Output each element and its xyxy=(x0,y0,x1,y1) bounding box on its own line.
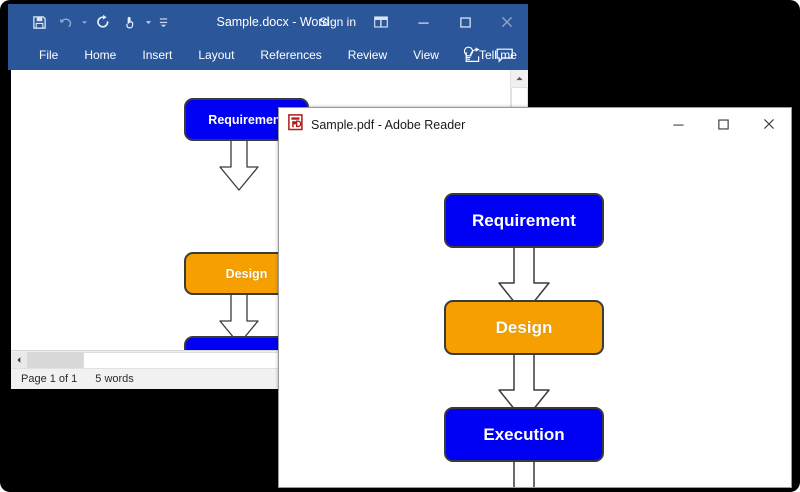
flow-node-design-pdf[interactable]: Design xyxy=(444,300,604,355)
adobe-reader-window[interactable]: Sample.pdf - Adobe Reader Requirement xyxy=(278,107,792,488)
ribbon-tab-layout[interactable]: Layout xyxy=(198,48,235,62)
word-titlebar[interactable]: Sample.docx - Word Sign in xyxy=(8,4,528,40)
ribbon-tab-review[interactable]: Review xyxy=(347,48,388,62)
comments-icon[interactable] xyxy=(494,44,516,66)
touch-dropdown-icon[interactable] xyxy=(142,9,154,35)
maximize-icon[interactable] xyxy=(701,108,746,140)
word-count-label: 5 words xyxy=(95,373,134,385)
adobe-pdf-icon xyxy=(288,113,304,136)
save-icon[interactable] xyxy=(26,9,52,35)
undo-icon[interactable] xyxy=(52,9,78,35)
minimize-icon[interactable] xyxy=(656,108,701,140)
maximize-icon[interactable] xyxy=(444,4,486,40)
scroll-up-button[interactable] xyxy=(511,70,528,87)
word-ribbon-tabs[interactable]: File Home Insert Layout References Revie… xyxy=(8,40,528,70)
flow-node-label: Design xyxy=(225,266,268,281)
scroll-left-button[interactable] xyxy=(11,351,27,369)
ribbon-tab-home[interactable]: Home xyxy=(84,48,117,62)
ribbon-right-icons[interactable] xyxy=(462,40,522,70)
flow-node-execution-pdf[interactable]: Execution xyxy=(444,407,604,462)
ribbon-tab-file[interactable]: File xyxy=(39,48,59,62)
redo-icon[interactable] xyxy=(90,9,116,35)
tell-me-box[interactable]: Tell me xyxy=(452,46,527,64)
close-icon[interactable] xyxy=(746,108,791,140)
ribbon-tab-insert[interactable]: Insert xyxy=(142,48,173,62)
flow-arrow-1-word xyxy=(218,141,260,192)
flow-node-label: Requirement xyxy=(208,112,285,127)
word-window[interactable]: Sample.docx - Word Sign in xyxy=(8,4,528,389)
share-icon[interactable] xyxy=(462,44,484,66)
touch-mode-icon[interactable] xyxy=(116,9,142,35)
pdf-titlebar[interactable]: Sample.pdf - Adobe Reader xyxy=(279,108,791,142)
pdf-title-text: Sample.pdf - Adobe Reader xyxy=(311,117,466,132)
flow-arrow-3-pdf xyxy=(496,462,552,487)
close-icon[interactable] xyxy=(486,4,528,40)
pdf-document-view[interactable]: Requirement Design Execution xyxy=(279,141,791,487)
minimize-icon[interactable] xyxy=(402,4,444,40)
page-count-label: Page 1 of 1 xyxy=(21,373,78,385)
ribbon-display-options-icon[interactable] xyxy=(360,4,402,40)
word-window-buttons[interactable] xyxy=(360,4,528,40)
pdf-title-group: Sample.pdf - Adobe Reader xyxy=(279,113,466,136)
ribbon-tab-view[interactable]: View xyxy=(413,48,439,62)
flow-node-requirement-pdf[interactable]: Requirement xyxy=(444,193,604,248)
quick-access-toolbar[interactable] xyxy=(26,4,172,40)
sign-in-button[interactable]: Sign in xyxy=(319,15,356,29)
customize-qat-icon[interactable] xyxy=(154,9,172,35)
flow-node-label: Design xyxy=(495,317,553,337)
pdf-window-buttons[interactable] xyxy=(656,108,791,140)
ribbon-tab-references[interactable]: References xyxy=(260,48,322,62)
flow-node-label: Requirement xyxy=(472,210,576,230)
undo-dropdown-icon[interactable] xyxy=(78,9,90,35)
lightbulb-icon xyxy=(462,46,475,64)
flow-node-label: Execution xyxy=(483,424,565,444)
tell-me-label: Tell me xyxy=(478,48,517,62)
